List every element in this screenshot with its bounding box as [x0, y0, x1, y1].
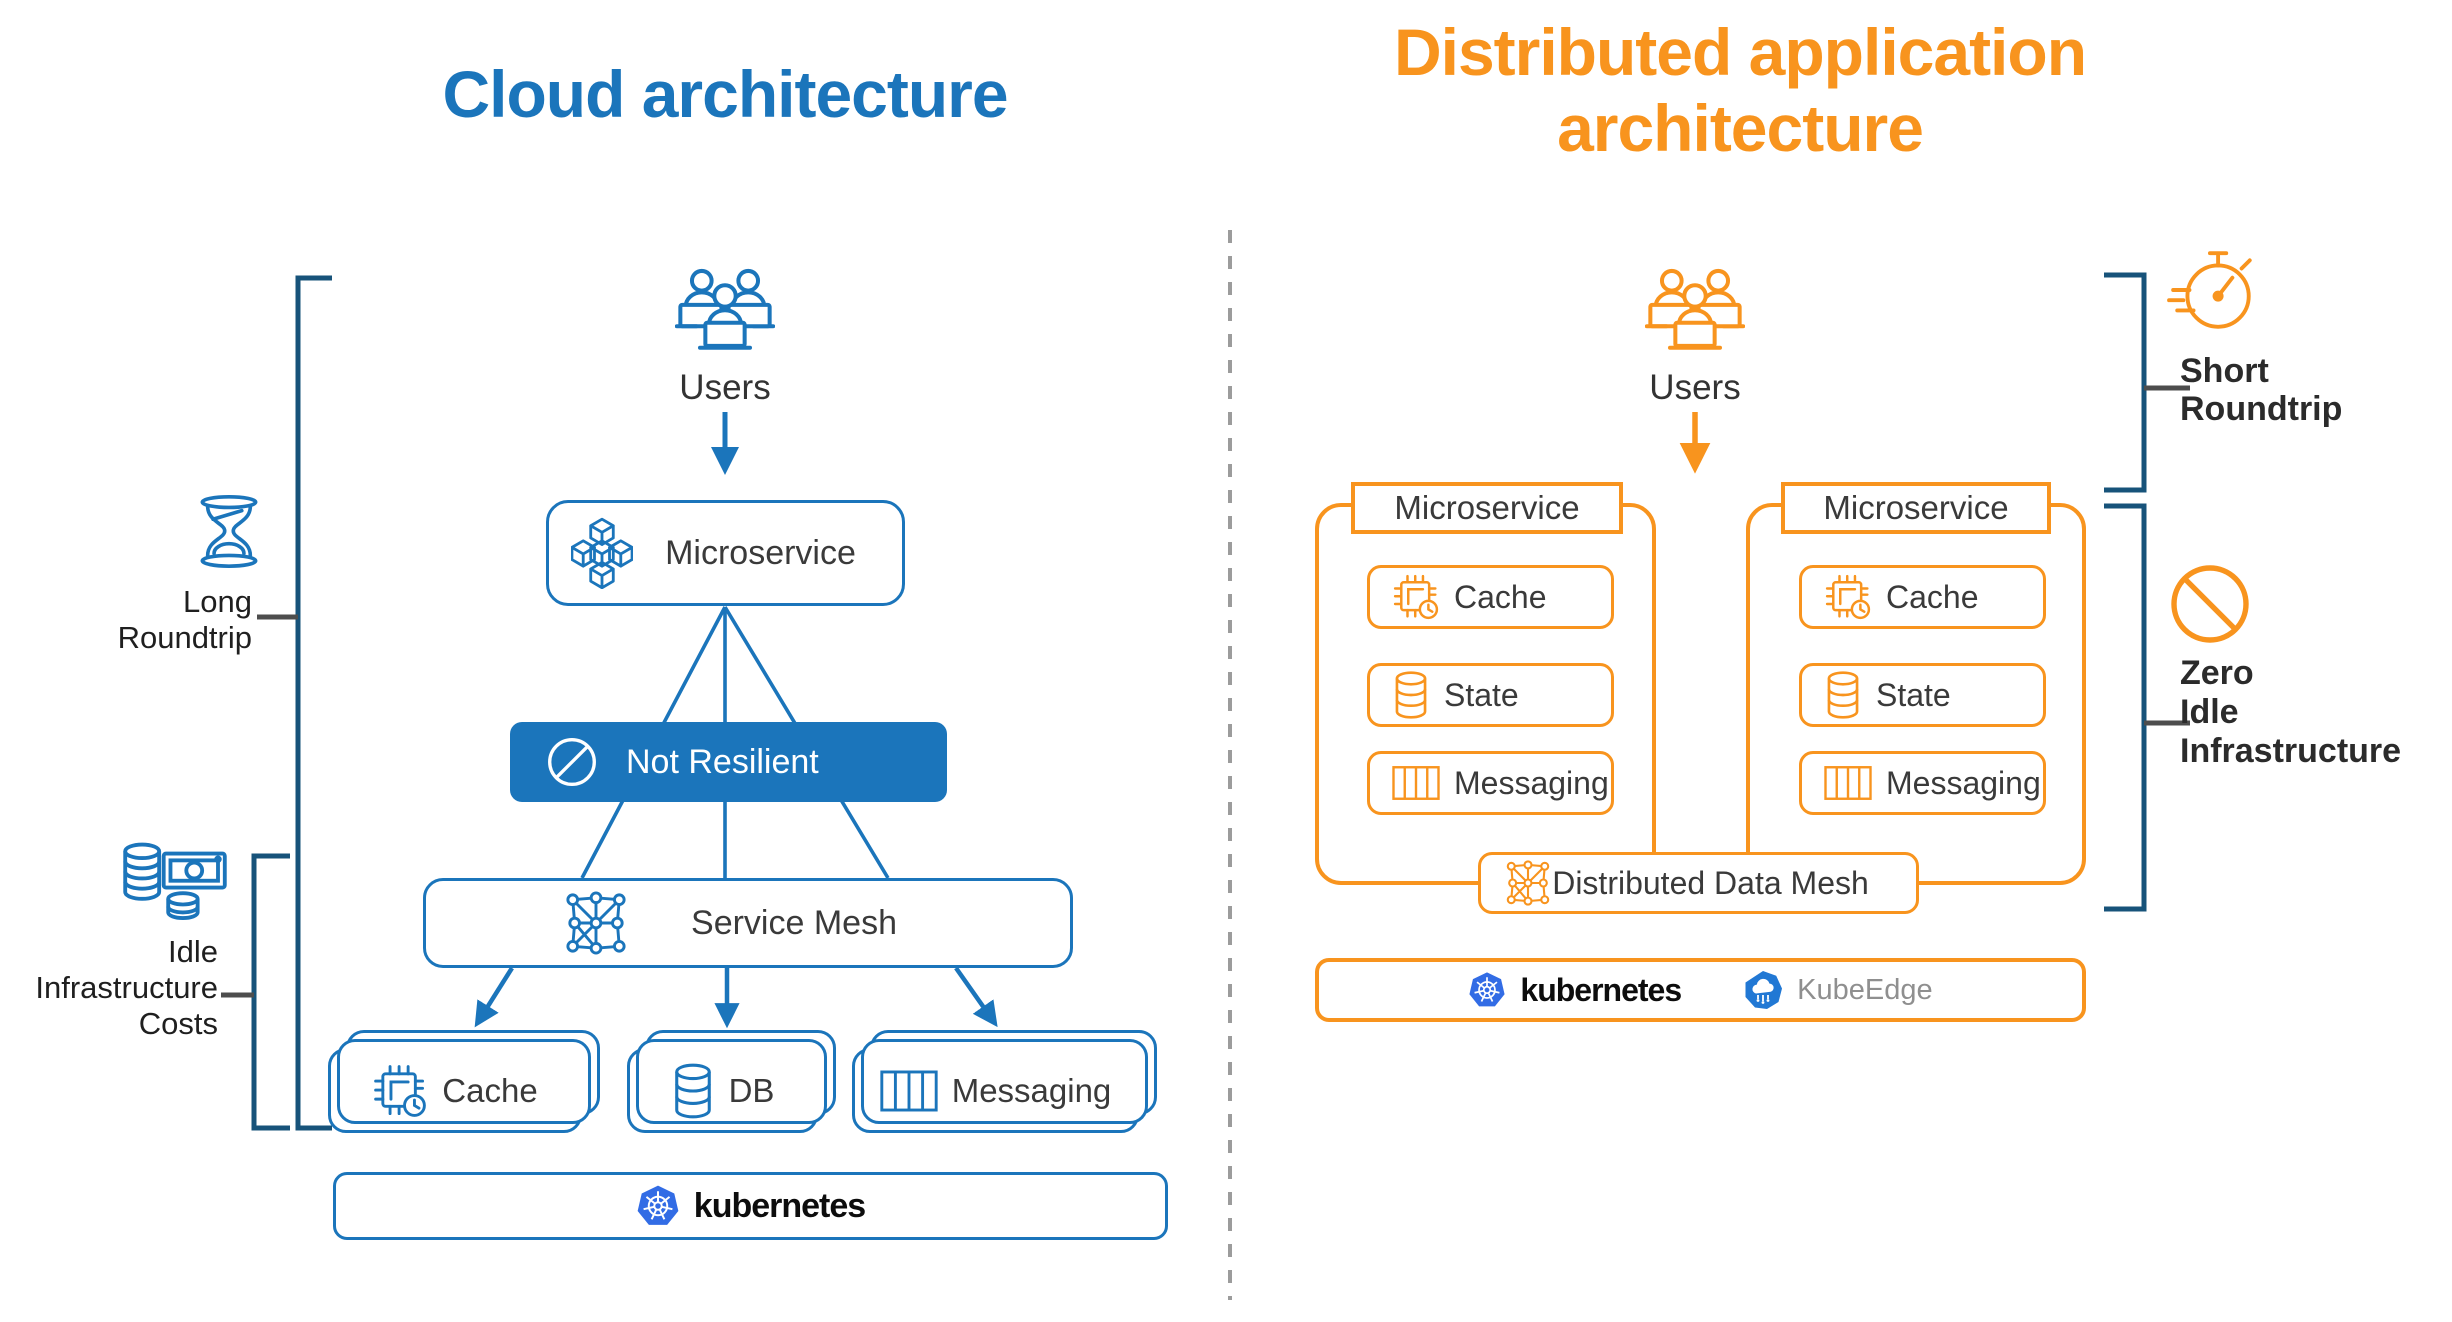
idle-costs-bracket	[251, 853, 290, 1131]
no-symbol-icon	[2166, 562, 2254, 646]
database-icon	[1395, 671, 1427, 719]
service-mesh-label: Service Mesh	[691, 903, 897, 942]
not-resilient-badge: Not Resilient	[510, 722, 947, 802]
chip-clock-icon	[374, 1064, 427, 1117]
chip-clock-icon	[1393, 574, 1439, 620]
cache-2-label: Cache	[1886, 578, 1979, 615]
long-roundtrip-annotation: Long Roundtrip	[117, 584, 252, 655]
chip-clock-icon	[1825, 574, 1871, 620]
db-stack: DB	[627, 1048, 818, 1133]
component-cache-1: Cache	[1367, 565, 1614, 629]
db-label: DB	[728, 1071, 775, 1109]
component-state-2: State	[1799, 663, 2046, 727]
queue-stripes-icon	[1392, 765, 1440, 801]
distributed-data-mesh-label: Distributed Data Mesh	[1552, 864, 1869, 901]
not-resilient-label: Not Resilient	[626, 742, 819, 781]
idle-infrastructure-costs-annotation: Idle Infrastructure Costs	[35, 934, 218, 1041]
microservice-1-label: Microservice	[1394, 489, 1580, 526]
servicemesh-to-messaging-arrow	[954, 966, 998, 1028]
users-icon	[675, 264, 775, 360]
right-title: Distributed application architecture	[1393, 15, 2087, 165]
microservice-box: Microservice	[546, 500, 905, 606]
messaging-1-label: Messaging	[1454, 764, 1609, 801]
database-icon	[674, 1063, 711, 1118]
left-title: Cloud architecture	[442, 57, 1008, 131]
cache-stack: Cache	[328, 1048, 582, 1133]
messaging-stack: Messaging	[852, 1048, 1139, 1133]
stopwatch-icon	[2165, 243, 2263, 337]
no-entry-icon	[548, 738, 596, 786]
short-roundtrip-annotation: Short Roundtrip	[2180, 352, 2343, 428]
kubernetes-platform-box: kubernetes	[333, 1172, 1168, 1240]
queue-stripes-icon	[1824, 765, 1872, 801]
messaging-label: Messaging	[951, 1071, 1112, 1109]
long-roundtrip-bracket	[295, 275, 332, 1131]
messaging-2-label: Messaging	[1886, 764, 2041, 801]
queue-stripes-icon	[880, 1070, 938, 1111]
distributed-data-mesh-box: Distributed Data Mesh	[1478, 852, 1919, 914]
cache-label: Cache	[442, 1071, 538, 1109]
network-mesh-icon	[566, 891, 626, 955]
kubernetes-logo-icon	[1468, 971, 1506, 1008]
network-mesh-icon	[1506, 860, 1550, 906]
microservice-tab-2: Microservice	[1781, 482, 2051, 534]
microservice-label: Microservice	[665, 533, 856, 572]
zero-idle-infrastructure-annotation: Zero Idle Infrastructure	[2180, 654, 2402, 770]
state-1-label: State	[1444, 676, 1519, 713]
coins-banknote-icon	[114, 840, 236, 926]
users-label-right: Users	[1649, 368, 1741, 407]
zero-idle-bracket	[2104, 503, 2147, 912]
service-mesh-box: Service Mesh	[423, 878, 1073, 968]
short-roundtrip-bracket	[2104, 272, 2147, 493]
microservice-tab-1: Microservice	[1351, 482, 1623, 534]
cubes-cluster-icon	[571, 517, 633, 589]
state-2-label: State	[1876, 676, 1951, 713]
component-state-1: State	[1367, 663, 1614, 727]
edge-platform-box: kubernetes KubeEdge	[1315, 958, 2086, 1022]
kubernetes-wordmark: kubernetes	[693, 1186, 866, 1225]
kubeedge-wordmark: KubeEdge	[1797, 973, 1933, 1006]
component-cache-2: Cache	[1799, 565, 2046, 629]
kubernetes-wordmark: kubernetes	[1520, 971, 1682, 1008]
users-icon-right	[1645, 264, 1745, 360]
component-messaging-1: Messaging	[1367, 751, 1614, 815]
kubernetes-logo-icon	[636, 1184, 680, 1226]
database-icon	[1827, 671, 1859, 719]
users-label: Users	[679, 368, 771, 407]
kubeedge-logo-icon	[1744, 970, 1784, 1010]
component-messaging-2: Messaging	[1799, 751, 2046, 815]
hourglass-icon	[197, 490, 261, 574]
cache-1-label: Cache	[1454, 578, 1547, 615]
microservice-2-label: Microservice	[1823, 489, 2009, 526]
servicemesh-to-cache-arrow	[474, 966, 514, 1028]
